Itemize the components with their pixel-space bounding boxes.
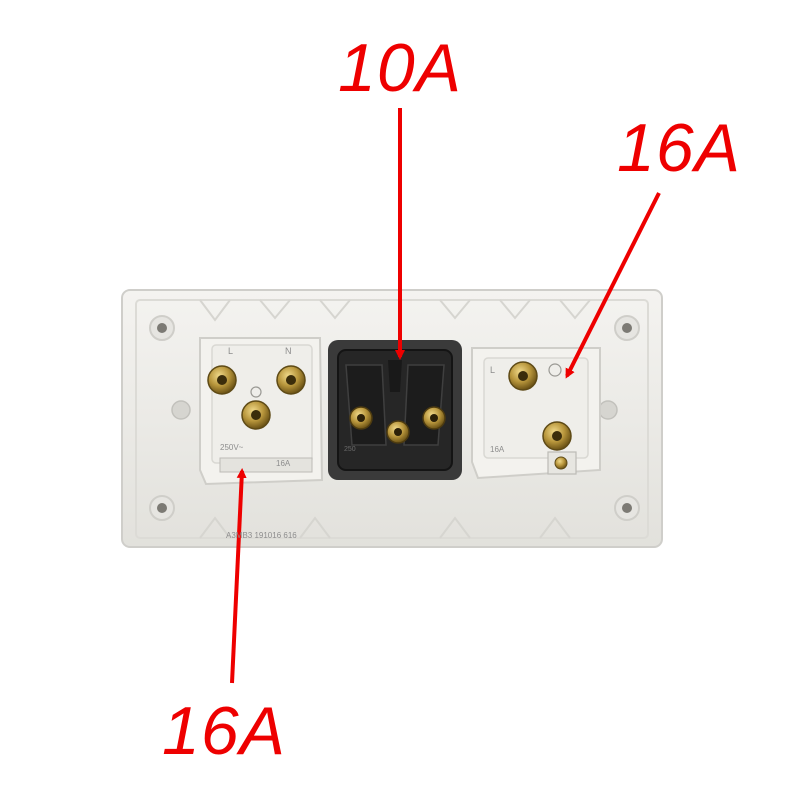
left-rating-text: 250V~ <box>220 443 244 452</box>
right-terminal-small <box>554 456 568 470</box>
right-earth-symbol-icon <box>548 363 562 377</box>
callout-bottom-left-16a: 16A <box>162 693 286 769</box>
right-terminal-top <box>508 361 538 391</box>
right-terminal-bottom <box>542 421 572 451</box>
left-terminal-live <box>207 365 237 395</box>
callout-top-10a: 10A <box>338 30 462 106</box>
left-terminal-earth <box>241 400 271 430</box>
center-terminal-neutral <box>422 406 446 430</box>
left-pin-live-label: L <box>228 346 234 356</box>
side-hole-right <box>598 400 618 420</box>
serial-number-text: A3MB3 191016 616 <box>226 531 297 540</box>
center-socket-module <box>328 340 462 480</box>
arrow-right-16a <box>565 192 661 379</box>
mounting-hole-bottom-right <box>614 495 640 521</box>
left-pin-neutral-label: N <box>285 346 292 356</box>
left-terminal-neutral <box>276 365 306 395</box>
left-rating-label <box>219 457 313 473</box>
right-pin-live-label: L <box>490 365 496 375</box>
right-current-label: 16A <box>490 445 505 454</box>
mounting-hole-bottom-left <box>149 495 175 521</box>
center-terminal-earth <box>386 420 410 444</box>
center-rating-text: 250 <box>344 446 356 453</box>
mounting-hole-top-left <box>149 315 175 341</box>
callout-right-16a: 16A <box>617 110 741 186</box>
center-terminal-live <box>349 406 373 430</box>
earth-symbol-icon <box>250 386 262 398</box>
side-hole-left <box>171 400 191 420</box>
mounting-hole-top-right <box>614 315 640 341</box>
left-current-text: 16A <box>276 459 291 468</box>
arrow-bottom-left-16a <box>230 468 247 684</box>
